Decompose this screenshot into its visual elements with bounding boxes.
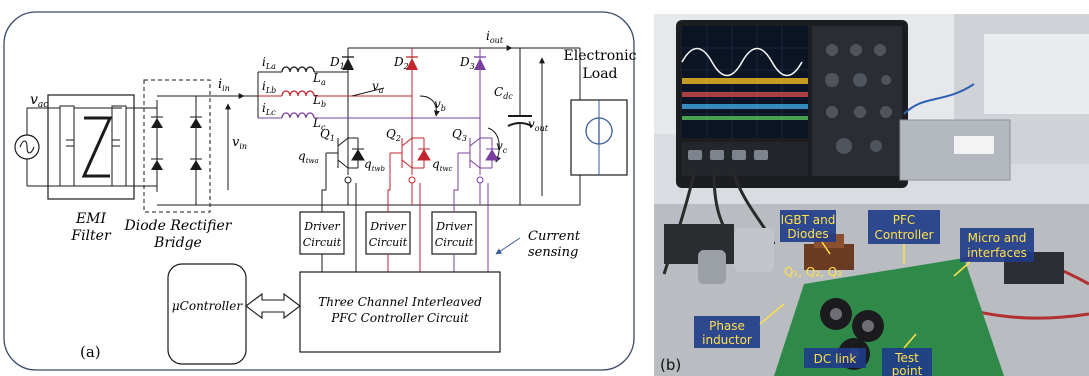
inductor-lb <box>281 90 315 97</box>
vac-label: vac <box>30 92 48 110</box>
d3-label: D3 <box>459 55 475 71</box>
ac-source <box>14 107 48 187</box>
svg-text:Controller: Controller <box>874 228 933 242</box>
igbt-q1 <box>326 137 365 184</box>
diagram-frame <box>3 11 635 371</box>
inductor-lc <box>281 112 315 119</box>
q1-label: Q1 <box>320 127 335 143</box>
q3-label: Q3 <box>452 127 467 143</box>
vc-label: vc <box>496 139 508 155</box>
cdc-label: Cdc <box>494 85 513 101</box>
pfc-label-2: PFC Controller Circuit <box>330 311 469 325</box>
vb-label: vb <box>434 97 446 113</box>
lc-label: Lc <box>312 116 326 132</box>
label-micro-interfaces: Micro and interfaces <box>960 228 1034 262</box>
circuit-diagram: vac EMI Filter Diode Rectifier Bridge <box>3 11 637 371</box>
sine-trace <box>681 47 803 77</box>
label-q-switches: Q₁, Q₂, Q₃ <box>784 265 842 279</box>
emi-label-1: EMI <box>75 211 107 227</box>
oscilloscope <box>676 20 908 188</box>
svg-text:Test: Test <box>894 351 919 365</box>
panel-b-tag: (b) <box>660 356 681 374</box>
svg-text:point: point <box>892 364 923 376</box>
va-arrow <box>351 87 385 97</box>
svg-text:DC link: DC link <box>814 352 857 366</box>
pcb-board <box>774 258 1004 376</box>
label-test-point: Test point <box>882 348 932 376</box>
svg-text:IGBT and: IGBT and <box>781 213 836 227</box>
emi-filter <box>47 94 145 200</box>
lab-setup-photo: IGBT and Diodes PFC Controller Micro and… <box>654 14 1089 376</box>
igbt-q3 <box>458 137 499 184</box>
bridge-label-2: Bridge <box>153 235 202 251</box>
label-dc-link: DC link <box>804 348 866 368</box>
lb-label: Lb <box>312 93 326 109</box>
label-igbt-diodes: IGBT and Diodes <box>780 210 836 242</box>
qtwa-label: qtwa <box>298 149 319 165</box>
diode-d3 <box>474 48 486 70</box>
q2-label: Q2 <box>386 127 401 143</box>
svg-text:interfaces: interfaces <box>967 246 1027 260</box>
vout-label: vout <box>528 117 549 133</box>
diode-bridge <box>143 79 240 213</box>
ila-label: iLa <box>262 55 276 71</box>
va-label: va <box>372 79 384 95</box>
svg-text:Phase: Phase <box>709 319 745 333</box>
la-label: La <box>312 71 326 87</box>
svg-text:Driver: Driver <box>303 220 340 233</box>
microcontroller-block <box>167 263 247 365</box>
load-label-2: Load <box>582 66 617 82</box>
driver-circuit-2: Driver Circuit <box>365 211 411 255</box>
bidirectional-arrow-icon <box>245 292 301 320</box>
iin-label: iin <box>218 77 230 93</box>
label-pfc-controller: PFC Controller <box>868 210 940 244</box>
d1-label: D1 <box>329 55 345 71</box>
microcontroller-label: μController <box>172 299 243 313</box>
svg-text:Circuit: Circuit <box>303 236 342 249</box>
current-sensing-arrow <box>495 237 521 255</box>
svg-text:Driver: Driver <box>369 220 406 233</box>
svg-text:inductor: inductor <box>702 333 752 347</box>
diode-d2 <box>406 48 418 70</box>
svg-text:Diodes: Diodes <box>787 227 828 241</box>
igbt-q2 <box>390 137 431 184</box>
current-sensing-label-1: Current <box>528 229 581 244</box>
qtwb-label: qtwb <box>364 157 385 173</box>
vb-arrow <box>419 95 440 117</box>
ilb-label: iLb <box>262 79 276 95</box>
diode-d1 <box>342 48 354 70</box>
emi-label-2: Filter <box>70 228 112 244</box>
dc-link-capacitor <box>507 48 533 205</box>
iout-label: iout <box>486 29 504 45</box>
d2-label: D2 <box>393 55 409 71</box>
svg-text:Driver: Driver <box>435 220 472 233</box>
svg-text:PFC: PFC <box>893 213 916 227</box>
load-label-1: Electronic <box>564 48 637 64</box>
pfc-controller-block <box>299 271 501 353</box>
svg-text:Circuit: Circuit <box>369 236 408 249</box>
ilc-label: iLc <box>262 101 276 117</box>
svg-text:Micro and: Micro and <box>968 231 1027 245</box>
qtwc-label: qtwc <box>432 157 452 173</box>
bridge-label-1: Diode Rectifier <box>124 218 233 234</box>
driver-circuit-3: Driver Circuit <box>431 211 477 255</box>
inductor-la <box>281 66 315 73</box>
current-sensing-label-2: sensing <box>528 245 578 260</box>
driver-circuit-1: Driver Circuit <box>299 211 345 255</box>
panel-a-tag: (a) <box>80 343 101 361</box>
label-phase-inductor: Phase inductor <box>694 316 760 348</box>
pfc-label-1: Three Channel Interleaved <box>318 295 482 309</box>
vin-label: vin <box>232 135 247 151</box>
svg-text:Circuit: Circuit <box>435 236 474 249</box>
